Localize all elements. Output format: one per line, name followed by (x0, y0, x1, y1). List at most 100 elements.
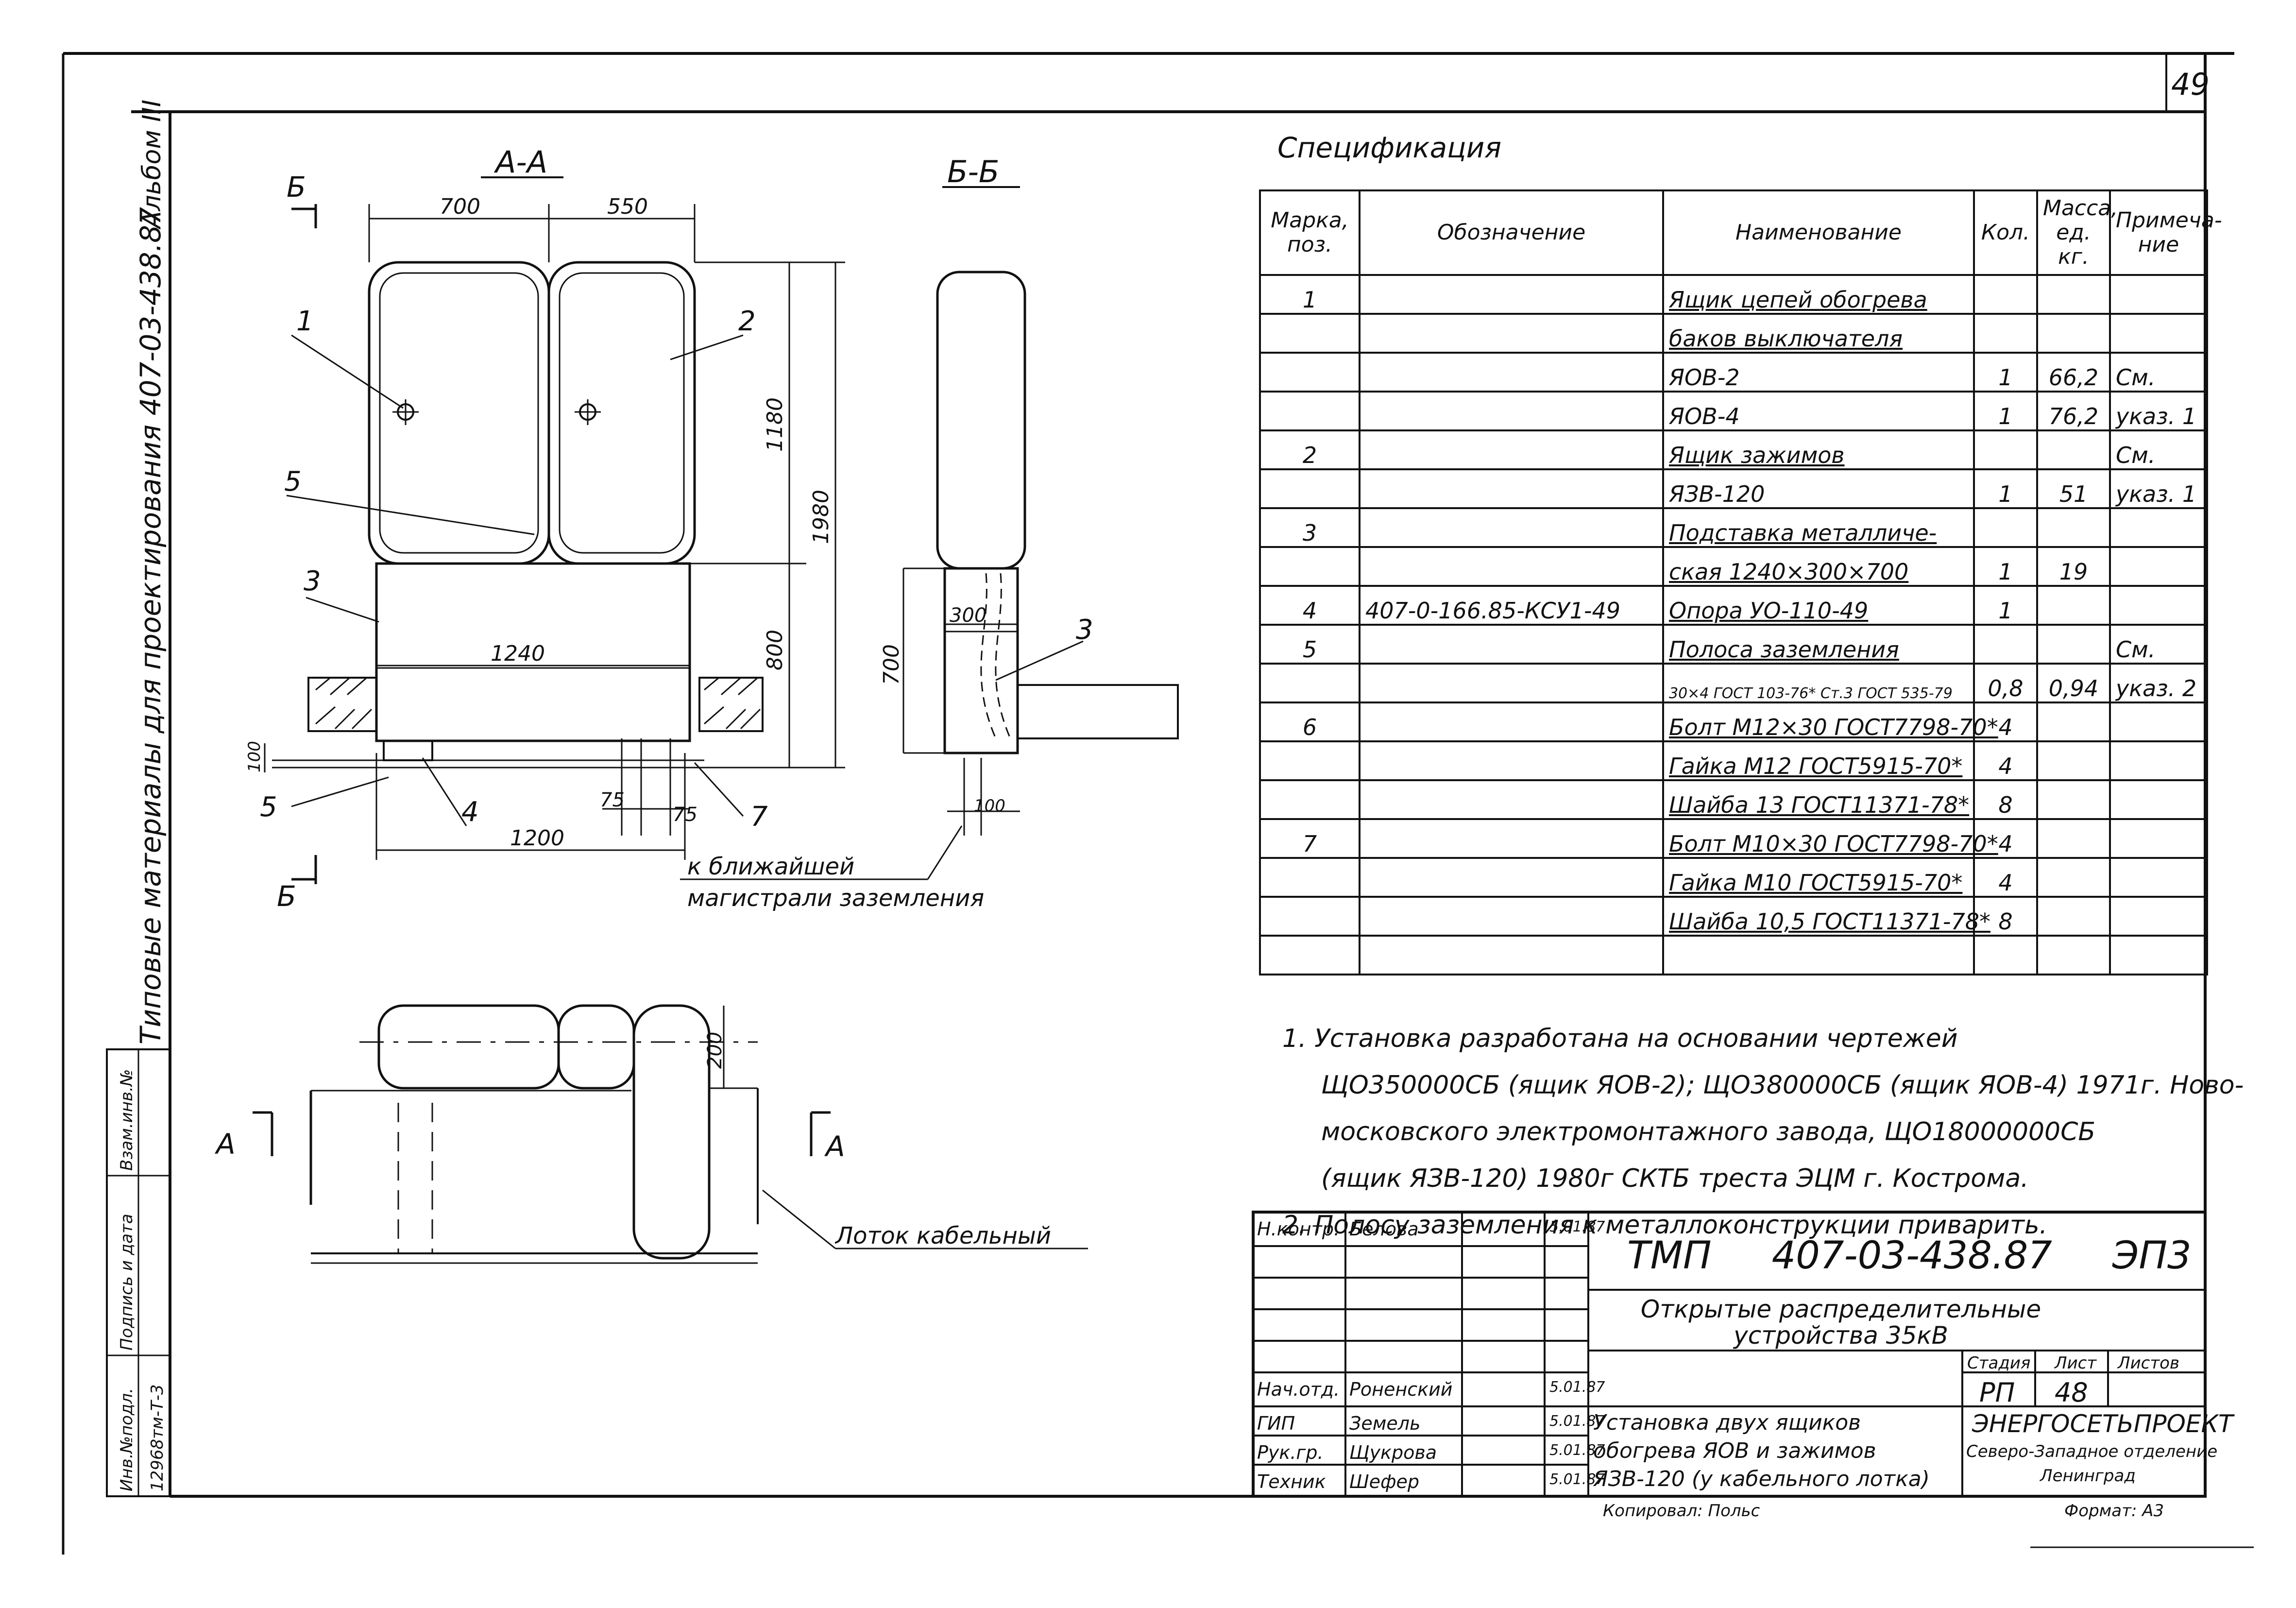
spec-qty-cell: 4 (1973, 857, 2038, 898)
callout-5-bottom: 5 (260, 791, 277, 823)
spec-code-cell (1359, 507, 1664, 548)
spec-mass-cell (2036, 779, 2111, 820)
note-line: (ящик ЯЗВ-120) 1980г СКТБ треста ЭЦМ г. … (1321, 1164, 2029, 1193)
spec-row: баков выключателя (1259, 313, 2208, 354)
note-line: ЩО350000СБ (ящик ЯОВ-2); ЩО380000СБ (ящи… (1321, 1071, 2244, 1100)
spec-mass-cell (2036, 624, 2111, 665)
stage-label: Стадия (1967, 1353, 2031, 1373)
spec-name-cell (1662, 935, 1975, 975)
section-aa-view (264, 176, 1020, 884)
callout-4: 4 (461, 796, 479, 828)
series-side-label: Типовые материалы для проектирования 407… (134, 207, 167, 1044)
tray-label: Лоток кабельный (834, 1222, 1051, 1249)
spec-pos-cell: 2 (1259, 429, 1361, 470)
spec-note-cell (2109, 585, 2208, 626)
doc-code: ТМП 407-03-438.87 ЭП3 (1627, 1234, 2192, 1278)
spec-pos-cell (1259, 740, 1361, 781)
spec-name-cell: ЯОВ-2 (1662, 352, 1975, 393)
spec-note-cell (2109, 507, 2208, 548)
person-date: 5.01.87 (1549, 1471, 1605, 1488)
ground-note-line1: к ближайшей (687, 853, 854, 880)
spec-pos-cell: 4 (1259, 585, 1361, 626)
spec-code-cell (1359, 740, 1664, 781)
spec-mass-cell: 19 (2036, 546, 2111, 587)
spec-table: Марка, поз. Обозначение Наименование Кол… (1259, 189, 2222, 975)
spec-mass-cell (2036, 429, 2111, 470)
spec-qty-cell: 1 (1973, 352, 2038, 393)
spec-code-cell (1359, 779, 1664, 820)
spec-qty-cell: 1 (1973, 546, 2038, 587)
spec-code-cell (1359, 818, 1664, 859)
section-bb-view (902, 271, 1179, 836)
spec-pos-cell (1259, 391, 1361, 431)
spec-row: Гайка М10 ГОСТ5915-70*4 (1259, 857, 2208, 898)
col-note-header: Примеча- ние (2109, 189, 2222, 276)
project-title: Открытые распределительные устройства 35… (1640, 1295, 2041, 1350)
spec-note-cell (2109, 896, 2208, 937)
spec-title: Спецификация (1277, 131, 1502, 164)
spec-note-cell (2109, 701, 2208, 742)
spec-row: Шайба 13 ГОСТ11371-78*8 (1259, 779, 2208, 820)
spec-note-cell (2109, 935, 2208, 975)
person-date: 5.01.87 (1549, 1413, 1605, 1430)
stamp-label-inv: Инв.№подл. (117, 1388, 136, 1491)
spec-name-cell: Шайба 10,5 ГОСТ11371-78* (1662, 896, 1990, 937)
spec-code-cell (1359, 857, 1664, 898)
spec-mass-cell (2036, 507, 2111, 548)
spec-name-cell: Полоса заземления (1662, 624, 1975, 665)
section-mark-b-top: Б (287, 171, 306, 204)
spec-note-cell: См. (2109, 352, 2208, 393)
spec-qty-cell: 1 (1973, 585, 2038, 626)
person-name: Роненский (1349, 1379, 1453, 1400)
plan-view (253, 1004, 1088, 1264)
spec-note-cell (2109, 779, 2208, 820)
spec-mass-cell (2036, 313, 2111, 354)
spec-code-cell (1359, 896, 1664, 937)
col-name-header: Наименование (1662, 189, 1975, 276)
spec-note-cell: указ. 1 (2109, 468, 2208, 509)
spec-qty-cell (1973, 313, 2038, 354)
spec-qty-cell: 4 (1973, 818, 2038, 859)
spec-qty-cell: 1 (1973, 391, 2038, 431)
spec-code-cell (1359, 701, 1664, 742)
spec-code-cell (1359, 663, 1664, 703)
spec-mass-cell (2036, 701, 2111, 742)
sheet-label: Лист (2055, 1353, 2097, 1373)
spec-code-cell (1359, 429, 1664, 470)
section-aa-title: А-А (493, 144, 547, 180)
org-name: ЭНЕРГОСЕТЬПРОЕКТ (1972, 1410, 2233, 1438)
spec-mass-cell (2036, 896, 2111, 937)
spec-note-cell: См. (2109, 624, 2208, 665)
spec-mass-cell (2036, 740, 2111, 781)
person-date: 5.01.87 (1549, 1379, 1605, 1396)
section-mark-a-left: А (214, 1128, 236, 1161)
dim-1180: 1180 (763, 397, 787, 452)
spec-name-cell: Подставка металличе- (1662, 507, 1975, 548)
spec-code-cell (1359, 935, 1664, 975)
spec-qty-cell (1973, 507, 2038, 548)
stamp-label-replace: Взам.инв.№ (117, 1069, 136, 1171)
spec-name-cell: Гайка М12 ГОСТ5915-70* (1662, 740, 1975, 781)
spec-name-cell: ЯЗВ-120 (1662, 468, 1975, 509)
callout-5-top: 5 (284, 466, 302, 497)
spec-name-cell: Гайка М10 ГОСТ5915-70* (1662, 857, 1975, 898)
dim-300: 300 (950, 604, 986, 627)
spec-qty-cell (1973, 429, 2038, 470)
spec-pos-cell: 5 (1259, 624, 1361, 665)
spec-pos-cell (1259, 779, 1361, 820)
format-label: Формат: А3 (2064, 1501, 2164, 1521)
spec-note-cell: указ. 1 (2109, 391, 2208, 431)
spec-name-cell: Ящик зажимов (1662, 429, 1975, 470)
wall-hatching (315, 677, 761, 730)
dim-700-bb: 700 (879, 644, 904, 685)
spec-code-cell (1359, 468, 1664, 509)
callout-1: 1 (296, 306, 314, 337)
org-city: Ленинград (2040, 1466, 2136, 1486)
col-code-header: Обозначение (1359, 189, 1664, 276)
drawing-title: Установка двух ящиков обогрева ЯОВ и заж… (1593, 1410, 1930, 1491)
